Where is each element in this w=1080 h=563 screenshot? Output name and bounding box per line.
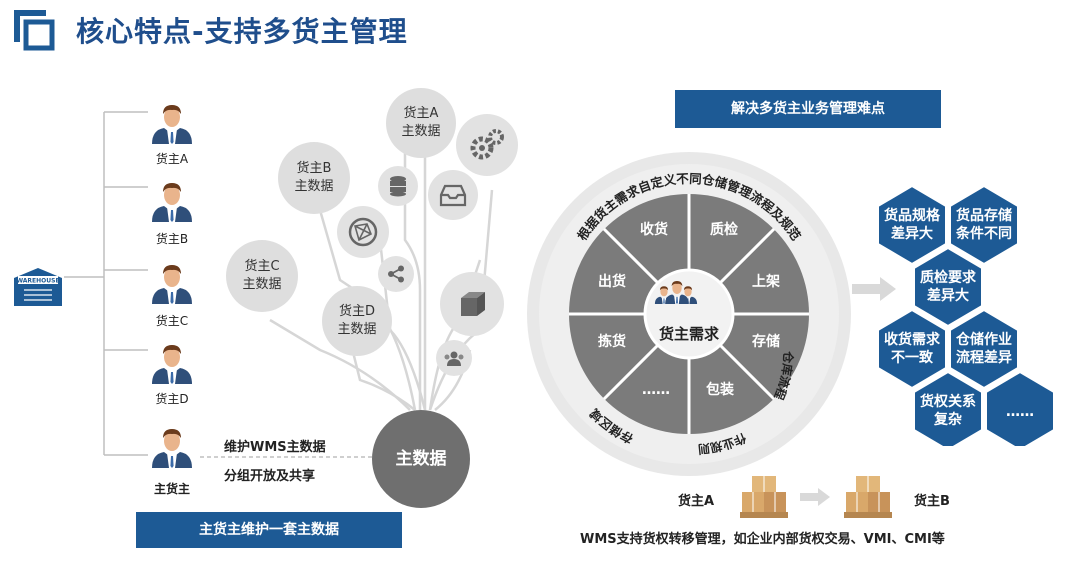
- hex-storage-line2: 条件不同: [955, 225, 1012, 242]
- bubble-owner-c: 货主C 主数据: [226, 240, 298, 312]
- dashed-connector: [200, 456, 380, 458]
- inbox-icon: [428, 170, 478, 220]
- pallet-boxes-icon: [740, 476, 788, 518]
- hex-spec: [877, 186, 947, 266]
- owner-d-avatar: [150, 340, 194, 384]
- owner-d-label: 货主D: [155, 392, 189, 406]
- master-data-label: 主数据: [395, 449, 447, 469]
- main-owner-avatar: [150, 424, 194, 468]
- bubble-b-line2: 主数据: [294, 179, 334, 194]
- main-owner-label: 主货主: [153, 482, 190, 496]
- right-banner: 解决多货主业务管理难点: [675, 90, 941, 128]
- hex-ownership: [913, 370, 983, 446]
- segment-storage: 存储: [752, 333, 780, 350]
- box-icon: [440, 272, 504, 336]
- page-title: 核心特点-支持多货主管理: [76, 15, 408, 48]
- hex-ownership-line1: 货权关系: [919, 393, 976, 410]
- database-icon: [378, 166, 418, 206]
- bubble-d-line2: 主数据: [337, 322, 377, 337]
- segment-more: ……: [642, 382, 670, 398]
- hex-receive-line2: 不一致: [891, 349, 934, 366]
- gears-icon: [456, 114, 518, 176]
- maintain-text-2: 分组开放及共享: [224, 469, 316, 484]
- owner-c-label: 货主C: [155, 314, 189, 328]
- hex-cluster: 货品规格 差异大 货品存储 条件不同 质检要求 差异大 收货需求 不一致 仓储作…: [877, 186, 1055, 446]
- bubble-owner-a: 货主A 主数据: [386, 88, 456, 158]
- bubble-c-line1: 货主C: [244, 259, 280, 274]
- hex-more: [985, 370, 1055, 446]
- owner-c-avatar: [150, 260, 194, 304]
- bubble-owner-d: 货主D 主数据: [322, 286, 392, 356]
- hex-qc-line2: 差异大: [927, 287, 969, 304]
- hex-flow: [949, 308, 1019, 390]
- bubble-owner-b: 货主B 主数据: [278, 142, 350, 214]
- segment-picking: 拣货: [598, 333, 626, 350]
- owner-b-avatar: [150, 178, 194, 222]
- owners-tree-lines: [64, 111, 148, 456]
- pallet-boxes-icon-2: [844, 476, 892, 518]
- hex-ownership-line2: 复杂: [933, 411, 962, 428]
- segment-inspect: 质检: [710, 221, 738, 238]
- title-frame-icon: [14, 10, 55, 51]
- hex-receive: [877, 308, 947, 390]
- owner-a-label: 货主A: [155, 152, 189, 166]
- hex-storage-line1: 货品存储: [955, 207, 1012, 224]
- segment-shipping: 出货: [598, 273, 626, 290]
- bubble-a-line2: 主数据: [401, 124, 441, 139]
- process-wheel: 货主需求 收货 质检 上架 存储 包装 …… 拣货 出货 根据货主需求自定义不同…: [527, 152, 851, 476]
- hex-more-line1: ……: [1006, 404, 1034, 420]
- owner-b-label: 货主B: [155, 232, 189, 246]
- hex-flow-line1: 仓储作业: [955, 331, 1012, 348]
- arrow-right-icon: [852, 277, 896, 301]
- hex-qc: [913, 246, 983, 328]
- transfer-arrow-icon: [800, 488, 830, 506]
- hex-spec-line1: 货品规格: [883, 207, 941, 224]
- bubble-d-line1: 货主D: [338, 304, 375, 319]
- hex-flow-line2: 流程差异: [956, 349, 1012, 366]
- warehouse-sign: WAREHOUSE: [16, 278, 59, 285]
- warehouse-icon: WAREHOUSE: [14, 268, 62, 306]
- hex-spec-line2: 差异大: [891, 225, 933, 242]
- bubble-a-line1: 货主A: [403, 106, 439, 121]
- center-circle: [643, 268, 735, 360]
- hex-qc-line1: 质检要求: [920, 269, 977, 286]
- center-label: 货主需求: [659, 325, 720, 343]
- segment-receive: 收货: [640, 221, 668, 238]
- owner-a-avatar: [150, 100, 194, 144]
- transfer-from-label: 货主A: [678, 494, 715, 509]
- group-icon: [436, 340, 472, 376]
- hex-storage: [949, 186, 1019, 266]
- bubble-b-line1: 货主B: [296, 161, 332, 176]
- segment-putaway: 上架: [752, 273, 780, 290]
- share-icon: [378, 256, 414, 292]
- bubble-c-line2: 主数据: [242, 277, 282, 292]
- hex-receive-line1: 收货需求: [884, 331, 941, 348]
- transfer-note: WMS支持货权转移管理，如企业内部货权交易、VMI、CMI等: [580, 532, 945, 547]
- left-banner: 主货主维护一套主数据: [136, 512, 402, 548]
- master-data-node: 主数据: [372, 410, 470, 508]
- transfer-to-label: 货主B: [914, 494, 950, 509]
- network-globe-icon: [337, 206, 389, 258]
- maintain-text-1: 维护WMS主数据: [224, 440, 326, 455]
- segment-packing: 包装: [706, 381, 735, 398]
